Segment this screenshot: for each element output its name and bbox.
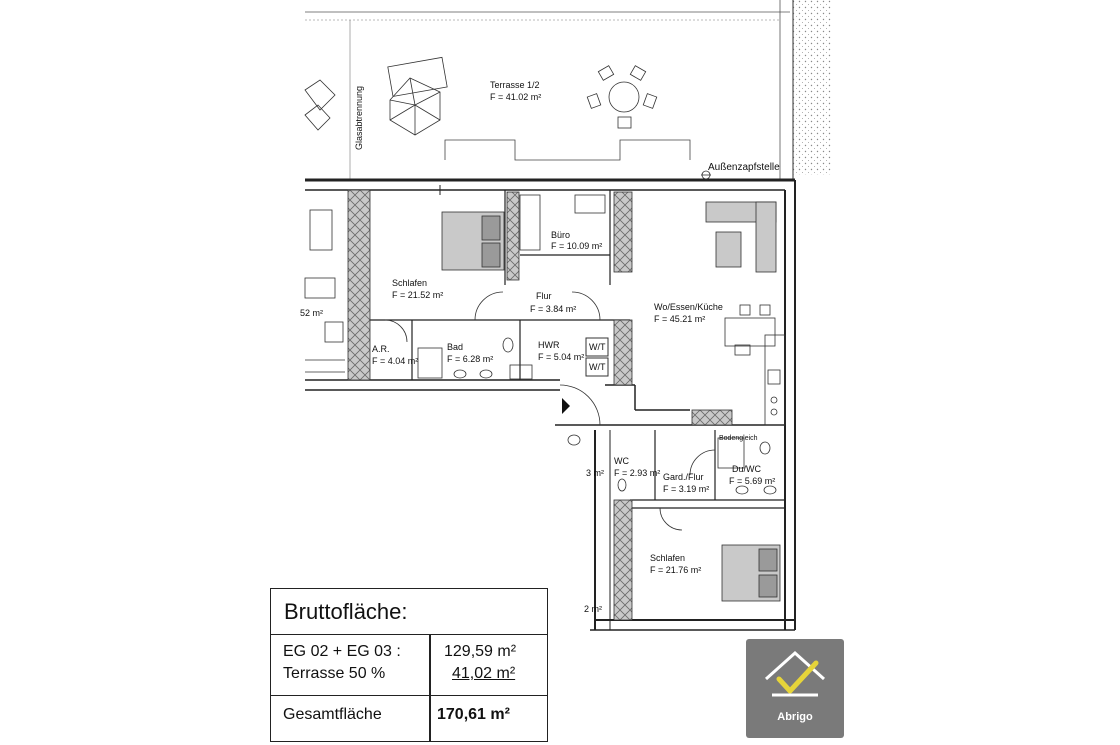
room-area-buero: F = 10.09 m²	[551, 241, 602, 251]
hatched-wall	[613, 191, 633, 273]
hatched-wall	[506, 191, 520, 281]
sofa	[705, 201, 777, 273]
row2-value: 41,02 m²	[452, 665, 516, 682]
hatched-wall	[691, 409, 733, 426]
doors	[384, 291, 716, 531]
wt-label-1: W/T	[589, 342, 606, 352]
room-area-ar: F = 4.04 m²	[372, 356, 418, 366]
row1-label: EG 02 + EG 03 :	[283, 643, 401, 660]
room-name-gard: Gard./Flur	[663, 472, 704, 482]
brand-name: Abrigo	[777, 711, 813, 723]
area-summary-table: Bruttofläche: EG 02 + EG 03 : Terrasse 5…	[270, 588, 548, 742]
floor-level-note: Bodengleich	[719, 435, 758, 442]
partial-area-left: 52 m²	[300, 308, 323, 318]
brand-logo: Abrigo	[746, 639, 844, 738]
room-area-gard: F = 3.19 m²	[663, 484, 709, 494]
room-name-flur: Flur	[536, 291, 552, 301]
room-name-ar: A.R.	[372, 344, 390, 354]
bed	[441, 211, 781, 602]
hatched-wall	[347, 189, 371, 381]
row1-value: 129,59 m²	[444, 643, 517, 660]
room-area-wc: F = 2.93 m²	[614, 468, 660, 478]
room-name-wc: WC	[614, 456, 629, 466]
total-label: Gesamtfläche	[283, 706, 382, 723]
room-name-schlafen: Schlafen	[392, 278, 427, 288]
desk	[519, 194, 606, 251]
room-name-buero: Büro	[551, 230, 570, 240]
kitchen-counter	[764, 334, 786, 426]
room-area-hwr: F = 5.04 m²	[538, 352, 584, 362]
room-name-schlafen-2: Schlafen	[650, 553, 685, 563]
room-area-bad: F = 6.28 m²	[447, 354, 493, 364]
entrance-arrow	[562, 398, 570, 414]
washer-dryer	[585, 337, 609, 377]
room-area-schlafen: F = 21.52 m²	[392, 290, 443, 300]
dining-table	[724, 304, 776, 356]
room-name-bad: Bad	[447, 342, 463, 352]
dining-set	[586, 65, 658, 129]
terrace-title: Terrasse 1/2	[490, 80, 540, 90]
room-area-duwc: F = 5.69 m²	[729, 476, 775, 486]
glass-partition-label: Glasabtrennung	[354, 86, 364, 150]
walls	[305, 178, 796, 631]
room-name-wohnen: Wo/Essen/Küche	[654, 302, 723, 312]
room-name-hwr: HWR	[538, 340, 560, 350]
bath-fixtures	[417, 337, 777, 495]
room-area-schlafen-2: F = 21.76 m²	[650, 565, 701, 575]
total-value: 170,61 m²	[437, 706, 510, 723]
neighbor-unit	[304, 209, 345, 373]
room-area-wohnen: F = 45.21 m²	[654, 314, 705, 324]
hatched-wall	[613, 319, 633, 386]
partial-area-bottom: 2 m²	[584, 604, 602, 614]
row2-label: Terrasse 50 %	[283, 665, 386, 682]
garden-strip	[793, 0, 831, 175]
hatched-wall	[613, 499, 633, 621]
summary-title: Bruttofläche:	[284, 599, 408, 624]
house-check-icon	[764, 650, 826, 697]
wt-label-2: W/T	[589, 362, 606, 372]
outdoor-tap-label: Außenzapfstelle	[708, 162, 780, 173]
room-area-flur: F = 3.84 m²	[530, 304, 576, 314]
room-name-duwc: Du/WC	[732, 464, 762, 474]
lounge-furniture	[304, 56, 448, 136]
terrace-area: F = 41.02 m²	[490, 92, 541, 102]
partial-area-small: 3 m²	[586, 468, 604, 478]
